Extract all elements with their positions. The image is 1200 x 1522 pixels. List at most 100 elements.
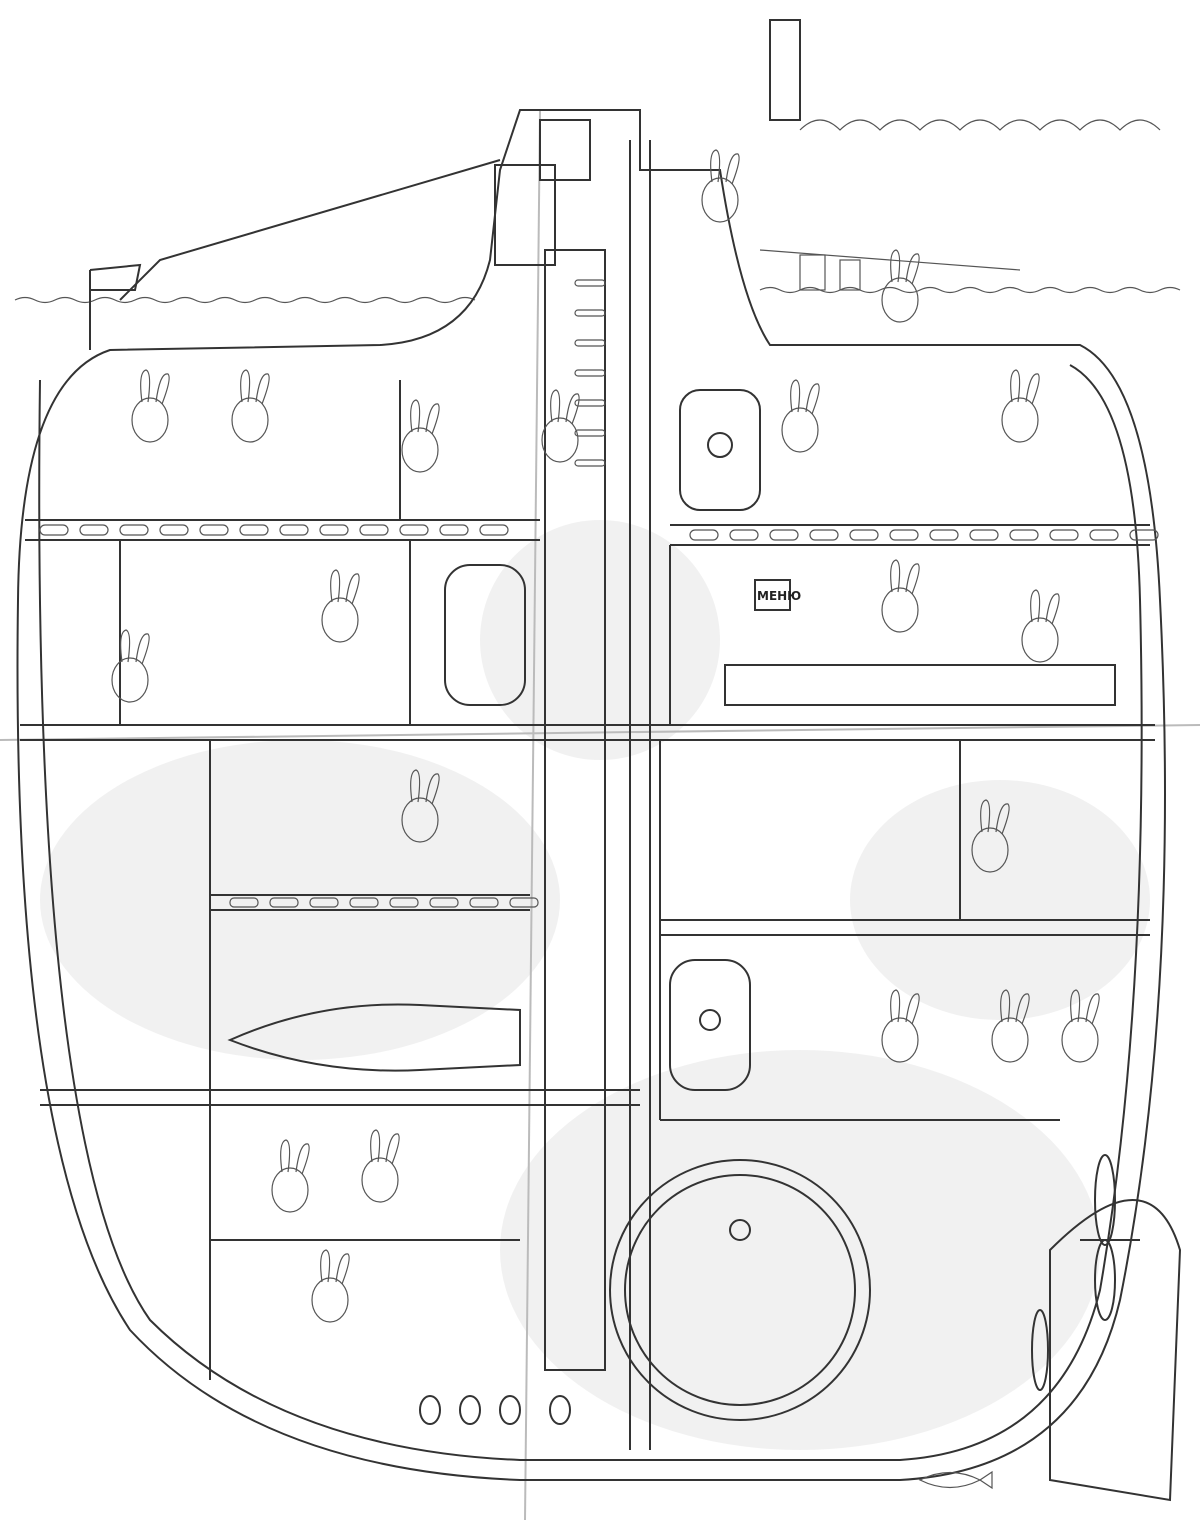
rabbit-ears xyxy=(1010,369,1040,405)
rabbit-crew xyxy=(111,149,1100,1323)
deck-porthole xyxy=(309,897,339,908)
rabbit-head xyxy=(401,797,439,843)
hull-porthole xyxy=(549,1395,571,1425)
rabbit-head xyxy=(131,397,169,443)
rabbit-ears xyxy=(890,989,920,1025)
submarine-hull xyxy=(16,109,1166,1481)
fold-line xyxy=(524,109,541,1521)
deck-porthole xyxy=(279,524,309,536)
deck-porthole xyxy=(929,529,959,541)
rabbit-ears xyxy=(140,369,170,405)
rabbit-head xyxy=(321,597,359,643)
rabbit-ears xyxy=(240,369,270,405)
deck-porthole xyxy=(689,529,719,541)
ladder-shaft xyxy=(544,249,606,1371)
deck-porthole xyxy=(239,524,269,536)
ladder-rung xyxy=(574,279,606,287)
deck-porthole xyxy=(849,529,879,541)
rabbit-ears xyxy=(790,379,820,415)
rabbit-head xyxy=(231,397,269,443)
deck-porthole xyxy=(429,897,459,908)
rabbit-ears xyxy=(1030,589,1060,625)
deck-porthole xyxy=(1049,529,1079,541)
chimney xyxy=(769,19,801,121)
rabbit-ears xyxy=(1070,989,1100,1025)
hatch-door xyxy=(669,959,751,1091)
deck-porthole xyxy=(1009,529,1039,541)
hatch-door xyxy=(444,564,526,706)
rudder xyxy=(1049,1199,1182,1502)
hatch-wheel xyxy=(707,432,733,458)
ladder-rung xyxy=(574,309,606,317)
water-line xyxy=(759,286,1181,294)
rabbit-head xyxy=(881,1017,919,1063)
lookout-post xyxy=(539,119,591,181)
deck-porthole xyxy=(439,524,469,536)
menu-sign-text: МЕНЮ xyxy=(757,589,801,603)
paper-smudges xyxy=(40,520,1150,1450)
deck-porthole xyxy=(969,529,999,541)
hull-porthole xyxy=(459,1395,481,1425)
hull-porthole xyxy=(419,1395,441,1425)
rabbit-head xyxy=(541,417,579,463)
fold-line xyxy=(0,724,1200,741)
deck-porthole xyxy=(809,529,839,541)
rabbit-head xyxy=(881,277,919,323)
deck-porthole xyxy=(79,524,109,536)
ladder-rungs xyxy=(574,279,606,467)
deck-porthole xyxy=(119,524,149,536)
rabbit-head xyxy=(311,1277,349,1323)
ladder-rung xyxy=(574,459,606,467)
deck-porthole xyxy=(729,529,759,541)
rabbit-head xyxy=(361,1157,399,1203)
ladder-rung xyxy=(574,399,606,407)
deck-porthole xyxy=(479,524,509,536)
conning-tower xyxy=(494,164,556,266)
rabbit-ears xyxy=(550,389,580,425)
smoke-clouds xyxy=(799,119,1161,131)
rabbit-head xyxy=(971,827,1009,873)
antenna-wire xyxy=(119,159,501,301)
deck-porthole xyxy=(349,897,379,908)
laundry-shirt xyxy=(799,254,826,291)
carrot-torpedo xyxy=(227,1003,521,1072)
deck-porthole xyxy=(389,897,419,908)
deck-porthole xyxy=(769,529,799,541)
decks xyxy=(20,380,1155,1380)
rabbit-head xyxy=(1061,1017,1099,1063)
deck-porthole xyxy=(889,529,919,541)
inner-hull xyxy=(38,364,1143,1461)
rabbit-ears xyxy=(280,1139,310,1175)
deck-porthole xyxy=(199,524,229,536)
deck-porthole xyxy=(469,897,499,908)
deck-porthole xyxy=(39,524,69,536)
hull-portholes xyxy=(419,1395,571,1425)
rabbit-head xyxy=(1001,397,1039,443)
ladder-rung xyxy=(574,339,606,347)
laundry-shirt xyxy=(839,259,861,291)
rabbit-ears xyxy=(890,559,920,595)
deck-porthole xyxy=(1089,529,1119,541)
rabbit-head xyxy=(781,407,819,453)
rabbit-ears xyxy=(890,249,920,285)
deck-porthole xyxy=(159,524,189,536)
laundry-line xyxy=(759,249,1021,271)
gear-hub xyxy=(729,1219,751,1241)
deck-porthole xyxy=(319,524,349,536)
menu-sign: МЕНЮ xyxy=(754,579,801,611)
rabbit-head xyxy=(111,657,149,703)
rabbit-head xyxy=(401,427,439,473)
rabbit-head xyxy=(701,177,739,223)
rabbit-head xyxy=(881,587,919,633)
rabbit-ears xyxy=(980,799,1010,835)
rabbit-ears xyxy=(410,399,440,435)
deck-porthole xyxy=(1129,529,1159,541)
deck-porthole xyxy=(269,897,299,908)
deck-porthole xyxy=(359,524,389,536)
deck-porthole xyxy=(399,524,429,536)
rabbit-head xyxy=(1021,617,1059,663)
rabbit-ears xyxy=(120,629,150,665)
deck-porthole xyxy=(229,897,259,908)
ladder-rung xyxy=(574,369,606,377)
